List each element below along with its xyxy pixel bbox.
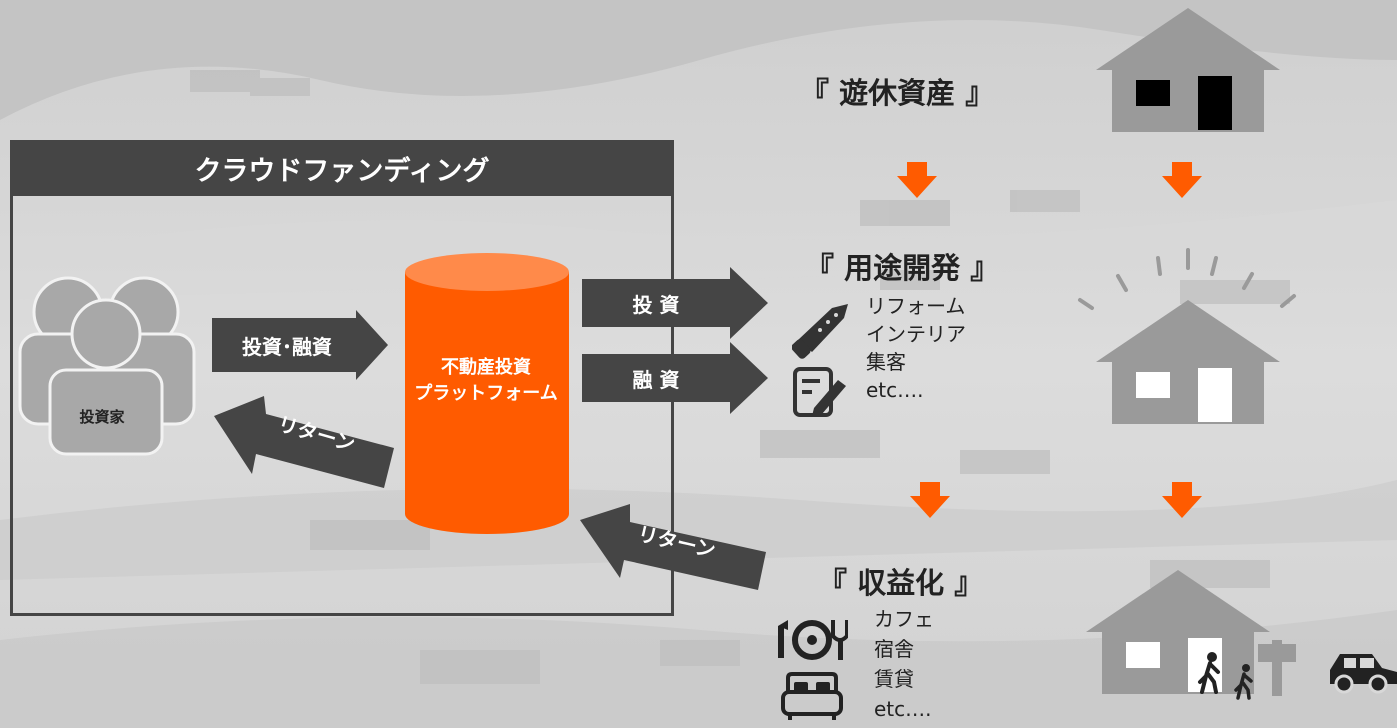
invest-arrow [582,267,768,339]
pen-note-icon [793,367,846,417]
sparkle-lines [1078,248,1296,310]
down-arrow-4 [1162,482,1202,518]
person-group-icon [18,276,196,456]
developed-house-icon [1096,300,1280,424]
walking-person-icon [1198,652,1220,694]
saw-icon [792,304,848,359]
cylinder-icon [405,253,569,534]
down-arrow-3 [1162,162,1202,198]
stage-monetize-title: 『 収益化 』 [818,566,984,600]
platform-label-line1: 不動産投資 [441,357,531,378]
monetize-item: カフェ [874,607,934,631]
develop-list: リフォーム インテリア 集客 etc…. [866,292,966,404]
signpost-icon [1258,640,1296,696]
develop-item: インテリア [866,322,966,346]
invest-label: 投 資 [632,292,680,317]
car-icon [1330,654,1397,694]
monetize-item: 宿舎 [874,637,914,661]
finance-arrow [582,342,768,414]
return-arrow-left [214,396,394,488]
dining-icon [778,620,848,660]
stage-idle-title: 『 遊休資産 』 [800,76,995,110]
monetize-item: etc…. [874,697,932,721]
idle-house-icon [1096,8,1280,132]
stage-develop-title: 『 用途開発 』 [805,251,1000,285]
down-arrow-2 [910,482,950,518]
invest-finance-label: 投資･融資 [242,334,332,359]
develop-item: 集客 [866,350,906,374]
develop-item: etc…. [866,378,924,402]
crowdfunding-title: クラウドファンディング [10,140,674,196]
bed-icon [781,672,843,720]
monetize-item: 賃貸 [874,667,914,691]
platform-label-line2: プラットフォーム [414,383,558,404]
monetize-list: カフェ 宿舎 賃貸 etc…. [874,604,934,724]
develop-item: リフォーム [866,294,966,318]
investor-label: 投資家 [79,407,125,426]
down-arrow-1 [897,162,937,198]
platform-label: 不動産投資 プラットフォーム [404,355,568,415]
finance-label: 融 資 [632,367,680,392]
return-arrow-right [580,504,766,590]
invest-finance-arrow [212,310,388,380]
walking-person-icon-2 [1234,664,1253,700]
